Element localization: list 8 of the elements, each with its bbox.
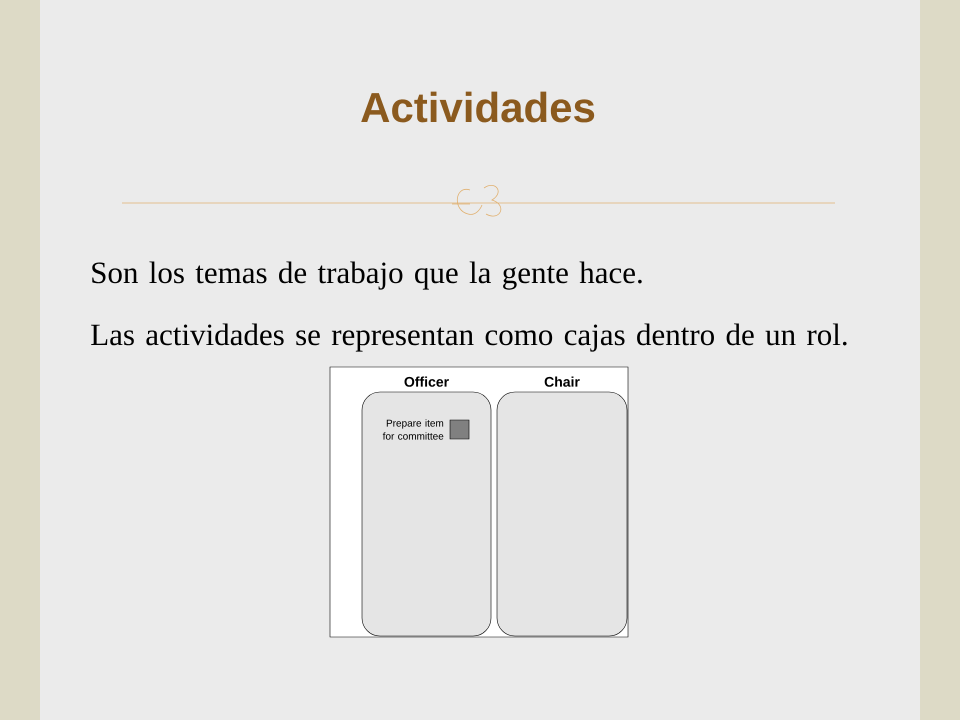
activity-label: Prepare item for committee (382, 419, 444, 440)
node-label: Chair (544, 376, 580, 387)
paragraph: Son los temas de trabajo que la gente hace. (92, 261, 642, 290)
title: Actividades (361, 92, 594, 122)
activity-square (382, 419, 470, 440)
paragraph: Las actividades se representan como cajas dentro de un rol. (91, 323, 847, 352)
lane: Chair (496, 376, 628, 636)
node-label: Officer (404, 376, 449, 387)
